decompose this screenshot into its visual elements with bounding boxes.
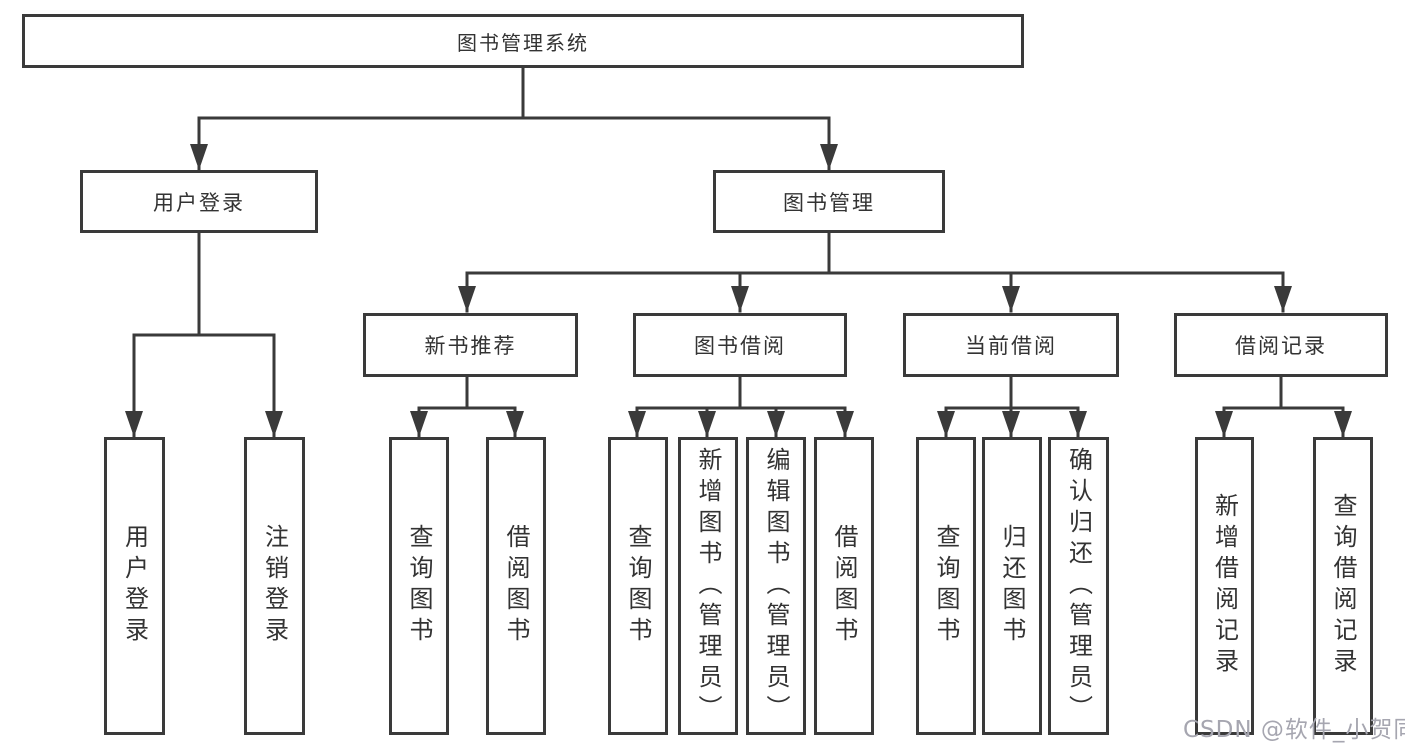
node-new-book-recommend-label: 新书推荐: [424, 334, 517, 358]
leaf-query-books-label: 查询图书: [932, 524, 960, 648]
node-book-borrow-label: 图书借阅: [694, 334, 786, 358]
leaf-user-login-label: 用户登录: [120, 524, 149, 648]
leaf-return-books: 归还图书: [982, 437, 1042, 735]
leaf-query-books-label: 查询图书: [624, 524, 652, 648]
leaf-confirm-return-admin-label: 确认归还（管理员）: [1064, 446, 1093, 726]
node-book-management: 图书管理: [713, 170, 945, 233]
connector-root-branch: [197, 66, 831, 120]
leaf-user-login: 用户登录: [104, 437, 165, 735]
connector-current-borrow-branch: [944, 375, 1080, 410]
node-new-book-recommend: 新书推荐: [363, 313, 578, 377]
leaf-borrow-books: 借阅图书: [486, 437, 546, 735]
leaf-query-books-label: 查询图书: [405, 524, 433, 648]
leaf-edit-book-admin-label: 编辑图书（管理员）: [762, 446, 790, 726]
node-current-borrow: 当前借阅: [903, 313, 1119, 377]
node-borrow-records: 借阅记录: [1174, 313, 1388, 377]
node-book-borrow: 图书借阅: [633, 313, 847, 377]
node-borrow-records-label: 借阅记录: [1235, 334, 1327, 358]
leaf-add-borrow-record: 新增借阅记录: [1195, 437, 1254, 735]
leaf-borrow-books-label: 借阅图书: [830, 524, 858, 648]
leaf-add-book-admin: 新增图书（管理员）: [678, 437, 738, 735]
node-root-label: 图书管理系统: [457, 30, 589, 55]
connector-borrow-records-branch: [1222, 375, 1345, 410]
connector-book-borrow-branch: [635, 375, 847, 410]
node-root: 图书管理系统: [22, 14, 1024, 68]
leaf-query-borrow-record-label: 查询借阅记录: [1329, 493, 1357, 679]
leaf-query-books: 查询图书: [389, 437, 449, 735]
csdn-watermark: CSDN @软件_小贺同学: [1183, 717, 1405, 743]
leaf-add-book-admin-label: 新增图书（管理员）: [694, 446, 722, 726]
leaf-borrow-books-label: 借阅图书: [502, 524, 530, 648]
node-user-login-label: 用户登录: [153, 190, 245, 215]
connector-user-login-branch: [132, 231, 276, 337]
leaf-query-borrow-record: 查询借阅记录: [1313, 437, 1373, 735]
connector-book-mgmt-branch: [465, 231, 1285, 275]
leaf-add-borrow-record-label: 新增借阅记录: [1210, 493, 1239, 679]
connector-new-books-branch: [417, 375, 517, 410]
leaf-borrow-books: 借阅图书: [814, 437, 874, 735]
leaf-edit-book-admin: 编辑图书（管理员）: [746, 437, 806, 735]
leaf-logout: 注销登录: [244, 437, 305, 735]
leaf-logout-label: 注销登录: [260, 524, 289, 648]
leaf-query-books: 查询图书: [608, 437, 668, 735]
leaf-confirm-return-admin: 确认归还（管理员）: [1048, 437, 1109, 735]
node-user-login: 用户登录: [80, 170, 318, 233]
leaf-query-books: 查询图书: [916, 437, 976, 735]
node-book-management-label: 图书管理: [783, 190, 875, 215]
node-current-borrow-label: 当前借阅: [965, 334, 1057, 358]
leaf-return-books-label: 归还图书: [998, 524, 1026, 648]
